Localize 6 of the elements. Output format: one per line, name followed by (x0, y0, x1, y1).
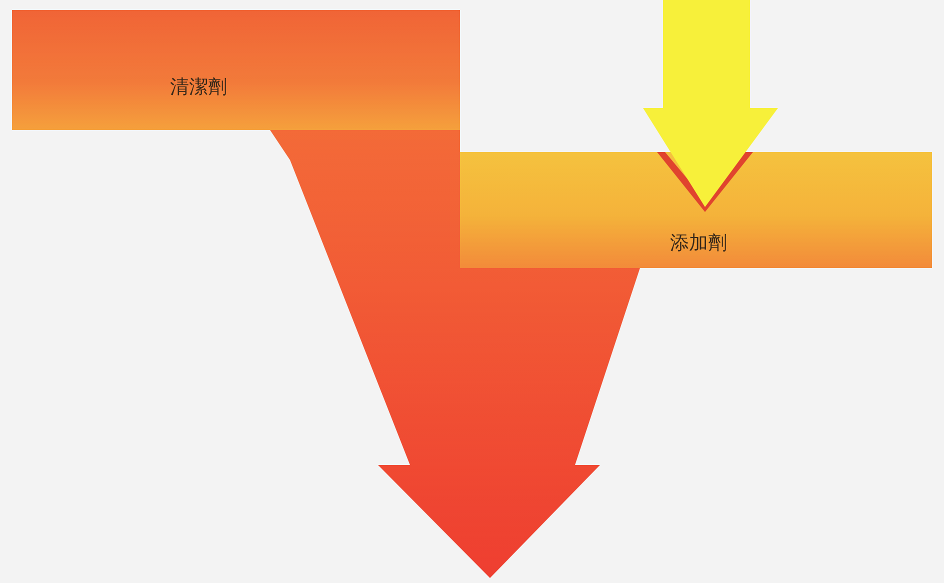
arrow (643, 0, 778, 212)
band-label: 清潔劑 (170, 75, 227, 100)
flow-band (460, 152, 932, 268)
band-label: 添加劑 (670, 231, 727, 256)
merging-arrow (270, 130, 640, 578)
flow-band (12, 10, 460, 130)
